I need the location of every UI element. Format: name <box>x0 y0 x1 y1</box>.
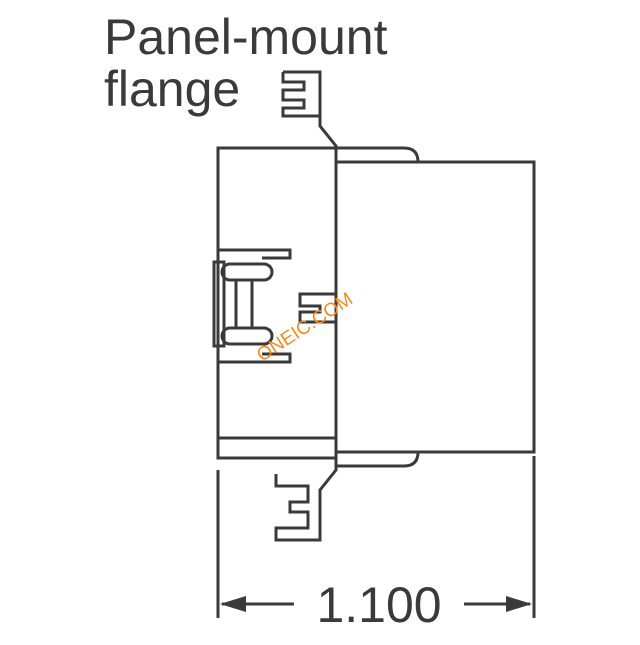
bottom-lip <box>336 451 420 468</box>
dimension-arrow-left <box>220 596 246 612</box>
latch-pin-upper <box>220 262 274 282</box>
center-notch <box>298 292 336 324</box>
callout-label-line2: flange <box>104 61 240 117</box>
right-body <box>336 160 536 454</box>
latch-pin-lower <box>220 326 274 346</box>
flange-top-hook <box>281 70 338 152</box>
callout-label-line1: Panel-mount <box>104 9 388 65</box>
top-lip <box>336 146 420 163</box>
dimension-value: 1.100 <box>316 577 441 633</box>
lower-bracket <box>218 352 292 364</box>
left-housing <box>216 146 338 460</box>
dimension-arrow-right <box>506 596 532 612</box>
upper-bracket <box>218 248 292 260</box>
latch-clip <box>212 260 226 348</box>
watermark: ONEIC.COM <box>253 289 357 366</box>
flange-bottom-hook <box>274 454 338 542</box>
